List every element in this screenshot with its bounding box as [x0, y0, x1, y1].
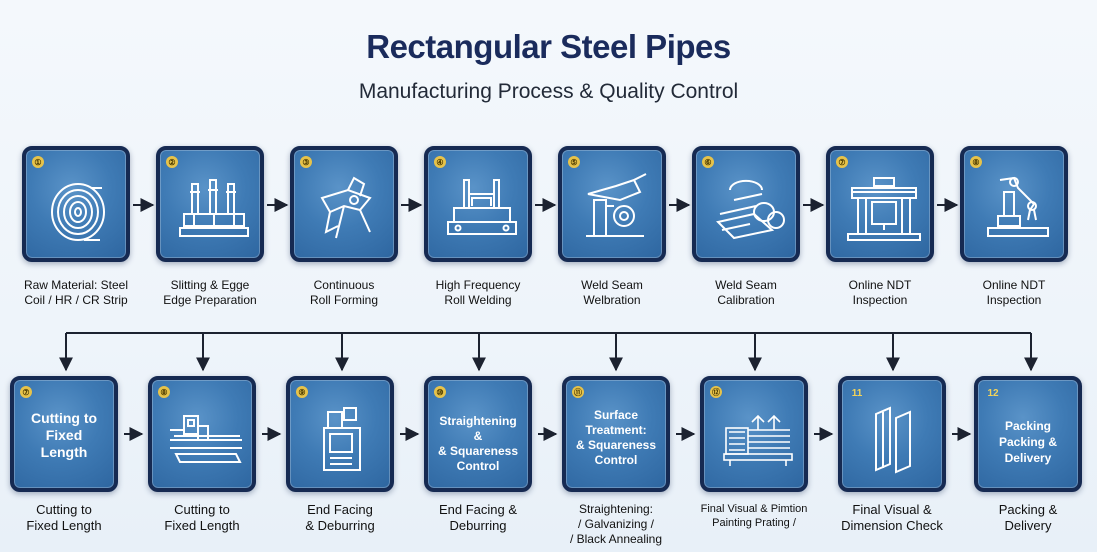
step-badge: 12 [987, 387, 999, 399]
step-r2-5-label: Straightening:/ Galvanizing // Black Ann… [569, 502, 663, 546]
step-r2-8-label: Packing &Delivery [998, 502, 1058, 533]
step-badge: ⑩ [434, 386, 446, 398]
step-r2-7-tile: 11 [838, 376, 946, 492]
calibration-rollers-icon [716, 179, 785, 240]
step-badge: ③ [300, 156, 312, 168]
step-6-tile: ⑥ [692, 146, 800, 262]
step-r2-4-label: End Facing &Deburring [438, 502, 518, 533]
page-title: Rectangular Steel Pipes [366, 28, 731, 65]
weld-seam-icon [586, 173, 647, 237]
step-r2-3-tile: ⑨ [286, 376, 394, 492]
hf-welding-icon [447, 179, 517, 235]
step-badge: ⑤ [568, 156, 580, 168]
step-1-tile: ① [22, 146, 130, 262]
step-badge: ⑥ [702, 156, 714, 168]
step-badge: ② [166, 156, 178, 168]
robot-arm-icon [987, 176, 1049, 237]
painting-line-icon [723, 414, 793, 466]
page-subtitle: Manufacturing Process & Quality Control [358, 80, 739, 103]
step-badge: ① [32, 156, 44, 168]
step-r2-2-tile: ⑧ [148, 376, 256, 492]
step-badge: ⑨ [296, 386, 308, 398]
pipe-panel-icon [875, 406, 911, 474]
step-badge: ⑪ [572, 386, 584, 398]
step-r2-6-tile: ⑫ [700, 376, 808, 492]
step-badge: ⑧ [970, 156, 982, 168]
step-badge: ⑦ [20, 386, 32, 398]
step-badge: ⑧ [158, 386, 170, 398]
step-r2-7-label: Final Visual &Dimension Check [841, 502, 943, 533]
step-4-tile: ④ [424, 146, 532, 262]
slitting-machine-icon [179, 179, 249, 237]
steel-coil-icon [51, 183, 105, 241]
roll-forming-icon [320, 176, 372, 239]
step-8-tile: ⑧ [960, 146, 1068, 262]
step-5-tile: ⑤ [558, 146, 666, 262]
cutting-saw-icon [170, 415, 242, 463]
step-3-tile: ③ [290, 146, 398, 262]
step-7-tile: ⑦ [826, 146, 934, 262]
end-facing-machine-icon [323, 407, 361, 471]
step-badge: 11 [851, 387, 863, 399]
step-badge: ⑫ [710, 386, 722, 398]
step-badge: ⑦ [836, 156, 848, 168]
ndt-gantry-icon [847, 177, 921, 241]
step-badge: ④ [434, 156, 446, 168]
step-2-tile: ② [156, 146, 264, 262]
step-r2-3-label: End Facing& Deburring [305, 502, 375, 533]
